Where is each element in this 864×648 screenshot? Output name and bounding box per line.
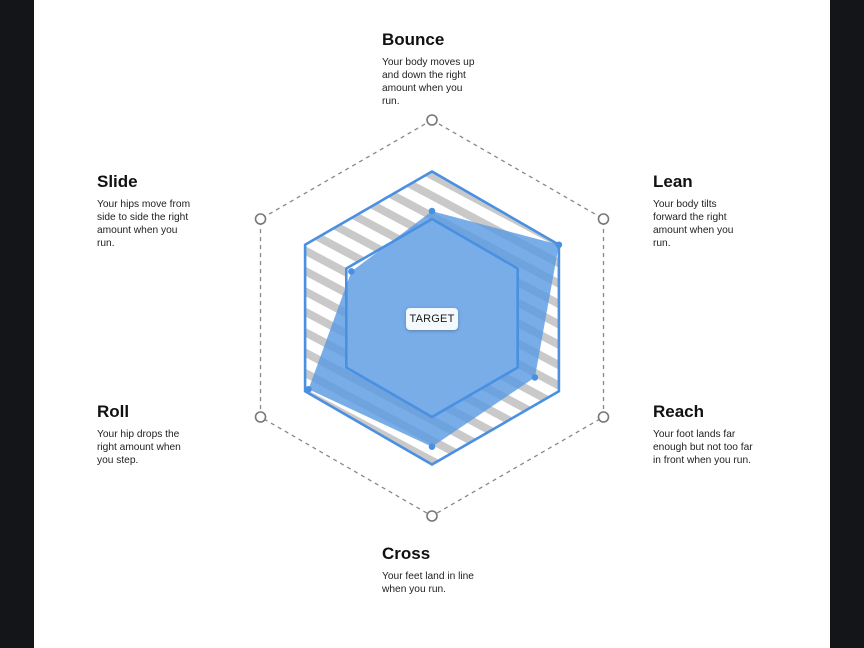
score-point-roll	[305, 385, 312, 393]
score-points	[305, 207, 563, 451]
axis-title: Bounce	[382, 30, 445, 49]
axis-end-marker-slide	[254, 213, 267, 225]
target-badge: TARGET	[406, 308, 458, 330]
axis-description: Your hip drops the right amount when you…	[97, 429, 181, 466]
outer-boundary	[254, 114, 610, 522]
axis-title: Lean	[653, 172, 693, 191]
axis-end-marker-cross	[426, 510, 438, 522]
score-point-cross	[428, 443, 436, 451]
score-point-lean	[555, 241, 563, 249]
axis-end-marker-lean	[597, 213, 610, 225]
axis-description: Your hips move from side to side the rig…	[97, 199, 191, 249]
axis-label-bounce: Bounce Your body moves up and down the r…	[382, 30, 482, 108]
score-point-slide	[348, 268, 355, 275]
axis-title: Cross	[382, 544, 431, 563]
score-point-reach	[531, 374, 539, 381]
axis-label-slide: Slide Your hips move from side to side t…	[97, 172, 197, 250]
axis-label-reach: Reach Your foot lands far enough but not…	[653, 402, 753, 467]
axis-end-marker-reach	[597, 411, 610, 423]
axis-label-cross: Cross Your feet land in line when you ru…	[382, 544, 482, 596]
axis-description: Your body tilts forward the right amount…	[653, 199, 734, 249]
axis-label-roll: Roll Your hip drops the right amount whe…	[97, 402, 197, 467]
score-point-bounce	[428, 207, 436, 215]
axis-title: Roll	[97, 402, 130, 421]
target-inner-ring	[344, 217, 520, 419]
axis-description: Your foot lands far enough but not too f…	[653, 429, 753, 466]
page: TARGET Bounce Your body moves up and dow…	[34, 0, 830, 648]
axis-end-marker-bounce	[426, 114, 438, 126]
axis-description: Your feet land in line when you run.	[382, 571, 474, 595]
axis-end-marker-roll	[254, 411, 267, 423]
axis-label-lean: Lean Your body tilts forward the right a…	[653, 172, 753, 250]
axis-title: Slide	[97, 172, 138, 191]
axis-description: Your body moves up and down the right am…	[382, 57, 475, 107]
axis-title: Reach	[653, 402, 705, 421]
